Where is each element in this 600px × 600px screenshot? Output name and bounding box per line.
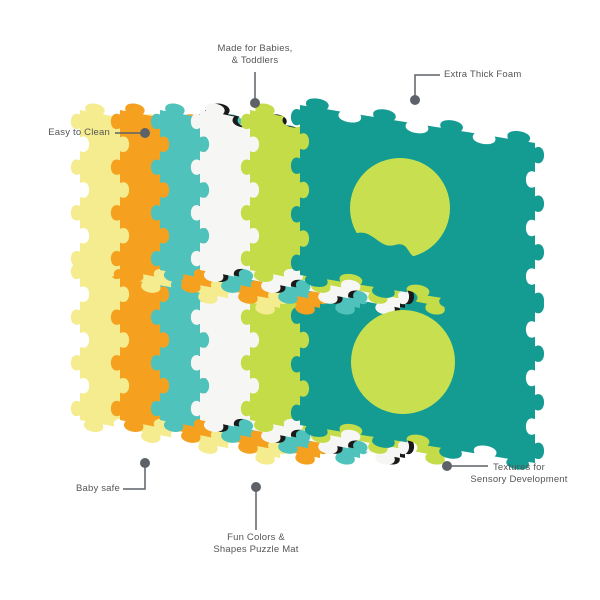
callout-dot-fun-colors xyxy=(251,482,261,492)
callout-fun-colors: Fun Colors & Shapes Puzzle Mat xyxy=(213,532,299,555)
callout-baby-safe: Baby safe xyxy=(75,483,120,494)
callout-line-extra-thick xyxy=(414,74,440,100)
callout-lines xyxy=(115,72,488,530)
callout-line-baby-safe xyxy=(123,463,146,490)
callout-easy-clean: Easy to Clean xyxy=(48,127,110,138)
callout-made-for: Made for Babies, & Toddlers xyxy=(217,43,293,66)
callout-dot-made-for xyxy=(250,98,260,108)
callout-dot-textures xyxy=(442,461,452,471)
circle-notch xyxy=(352,232,455,270)
callout-dot-baby-safe xyxy=(140,458,150,468)
sensory-circle-bottom xyxy=(351,310,455,414)
callout-dot-easy-clean xyxy=(140,128,150,138)
sensory-circle-top xyxy=(350,158,450,258)
callout-textures: Textures for Sensory Development xyxy=(470,462,568,485)
callout-dot-extra-thick xyxy=(410,95,420,105)
callout-extra-thick: Extra Thick Foam xyxy=(444,69,522,80)
